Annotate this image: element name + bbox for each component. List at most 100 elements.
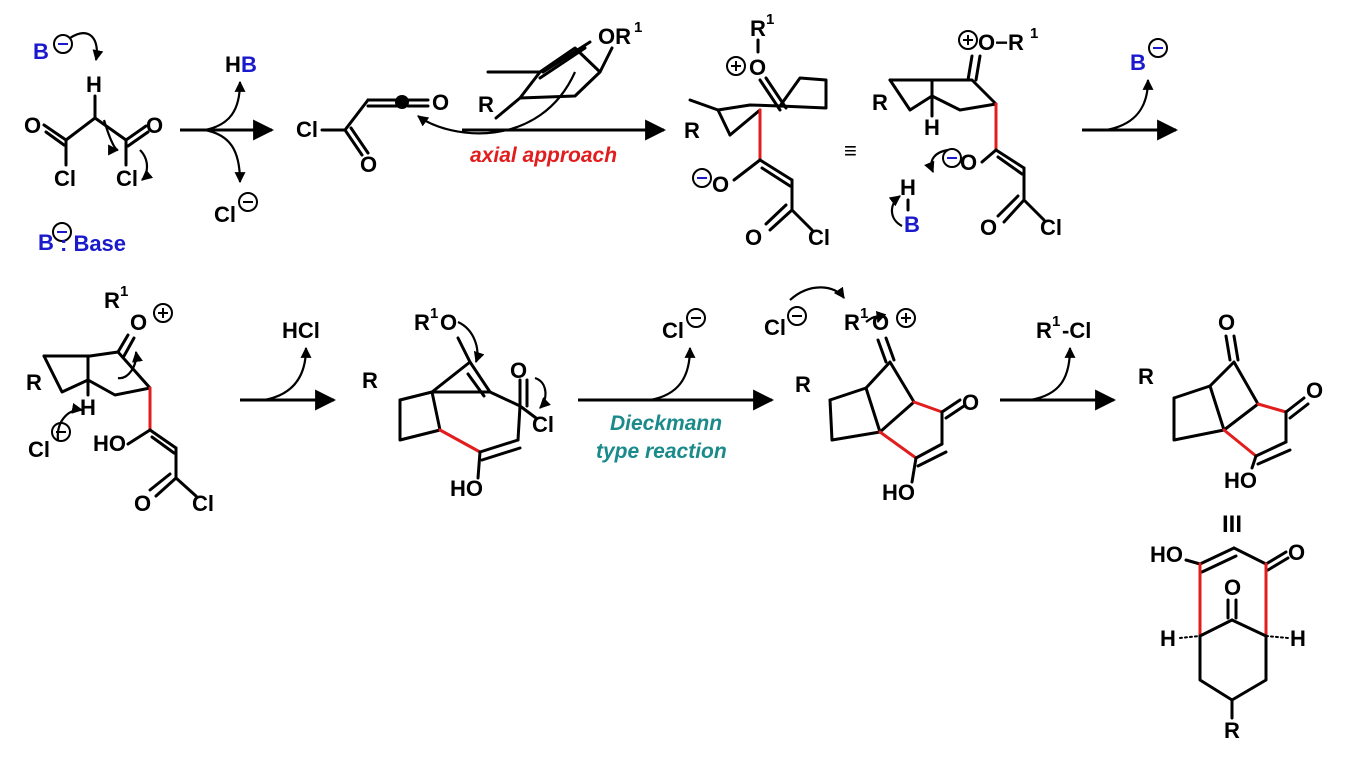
o-r1: O−R bbox=[978, 30, 1024, 55]
bond bbox=[44, 130, 66, 147]
o-atom: O bbox=[432, 90, 449, 115]
superscript: 1 bbox=[634, 19, 642, 36]
base-note-text: : Base bbox=[60, 231, 126, 256]
svg-text:1: 1 bbox=[120, 283, 128, 300]
cl-atom: Cl bbox=[296, 117, 318, 142]
enol-ether: OR 1 R bbox=[417, 19, 642, 135]
o-atom: O bbox=[440, 310, 457, 335]
reaction-arrow-4: HCl bbox=[240, 318, 337, 411]
o-atom: O bbox=[134, 491, 151, 516]
svg-text:1: 1 bbox=[1052, 313, 1060, 330]
r1-cl-tail: -Cl bbox=[1062, 318, 1091, 343]
curly-arrow-base bbox=[69, 32, 104, 62]
ketene-carbon-dot bbox=[395, 95, 409, 109]
r1: R bbox=[750, 16, 766, 41]
o-atom: O bbox=[872, 310, 889, 335]
r1-cl: R bbox=[1036, 318, 1052, 343]
o-minus: O bbox=[712, 172, 729, 197]
bond bbox=[93, 116, 128, 142]
intermediate-1: R 1 O R O O Cl bbox=[684, 11, 830, 250]
intermediate-5: Cl R 1 O R O HO bbox=[764, 286, 979, 505]
o-atom: O bbox=[130, 310, 147, 335]
hcl: HCl bbox=[282, 318, 320, 343]
r-group: R bbox=[1224, 718, 1240, 743]
r-group: R bbox=[478, 92, 494, 117]
ho: HO bbox=[882, 480, 915, 505]
svg-text:1: 1 bbox=[766, 11, 774, 28]
cl-atom: Cl bbox=[116, 166, 138, 191]
cl-minus: Cl bbox=[214, 202, 236, 227]
hb-b: B bbox=[241, 52, 257, 77]
svg-text:1: 1 bbox=[430, 305, 438, 322]
negative-charge-icon bbox=[53, 34, 73, 54]
cl-minus: Cl bbox=[764, 315, 786, 340]
r-group: R bbox=[1138, 364, 1154, 389]
intermediate-2: O−R 1 R H O O Cl H B bbox=[872, 25, 1062, 240]
nucleophilic-arrow bbox=[417, 71, 577, 135]
o-atom: O bbox=[1306, 378, 1323, 403]
r1: R bbox=[844, 310, 860, 335]
curly-arrow bbox=[102, 119, 120, 156]
r-group: R bbox=[362, 368, 378, 393]
svg-text:1: 1 bbox=[860, 305, 868, 322]
o-atom: O bbox=[24, 113, 41, 138]
cl-atom: Cl bbox=[1040, 215, 1062, 240]
curly-arrow bbox=[139, 149, 154, 181]
h-atom: H bbox=[1290, 626, 1306, 651]
o-atom: O bbox=[745, 225, 762, 250]
h-atom: H bbox=[900, 175, 916, 200]
reaction-arrow-6: R 1 -Cl bbox=[1000, 313, 1117, 411]
svg-text:1: 1 bbox=[1030, 25, 1038, 42]
ho: HO bbox=[1224, 468, 1257, 493]
o-atom: O bbox=[962, 390, 979, 415]
product-label: III bbox=[1222, 511, 1242, 538]
hb-h: H bbox=[225, 52, 241, 77]
type-reaction-label: type reaction bbox=[596, 440, 727, 463]
reaction-arrow-1: H B Cl bbox=[180, 52, 275, 227]
h-atom: H bbox=[80, 395, 96, 420]
r-group: R bbox=[795, 372, 811, 397]
ho: HO bbox=[93, 431, 126, 456]
o-atom: O bbox=[749, 55, 766, 80]
base-note-b: B bbox=[38, 230, 54, 255]
o-atom: O bbox=[510, 358, 527, 383]
o-atom: O bbox=[980, 215, 997, 240]
intermediate-4: R 1 O R O Cl HO bbox=[362, 305, 554, 501]
bond bbox=[126, 130, 150, 148]
o-atom: O bbox=[360, 152, 377, 177]
bond bbox=[124, 124, 148, 142]
negative-charge-icon bbox=[52, 222, 72, 242]
r-group: R bbox=[684, 118, 700, 143]
r-group: R bbox=[872, 90, 888, 115]
o-atom: O bbox=[1224, 575, 1241, 600]
base-b: B bbox=[1130, 50, 1146, 75]
r-group: R bbox=[26, 370, 42, 395]
bond bbox=[42, 123, 68, 142]
intermediate-3: R 1 O R H Cl HO O Cl bbox=[26, 283, 214, 516]
product-iii: O R O HO III bbox=[1138, 310, 1323, 538]
ho: HO bbox=[450, 476, 483, 501]
h-atom: H bbox=[1160, 626, 1176, 651]
ho: HO bbox=[1150, 542, 1183, 567]
axial-approach-label: axial approach bbox=[470, 144, 617, 167]
reaction-arrow-3: B bbox=[1082, 38, 1179, 141]
bond bbox=[64, 116, 97, 142]
reaction-arrow-5: Cl Dieckmann type reaction bbox=[578, 308, 775, 463]
equivalence-sign: ≡ bbox=[844, 138, 857, 163]
cl-minus: Cl bbox=[28, 437, 50, 462]
base-b: B bbox=[904, 212, 920, 237]
product-iii-alternate: HO O O H H R bbox=[1150, 540, 1306, 743]
chlorocarbonyl-ketene: Cl O O bbox=[296, 90, 449, 177]
h-atom: H bbox=[924, 115, 940, 140]
h-atom: H bbox=[86, 72, 102, 97]
o-atom: O bbox=[1218, 310, 1235, 335]
o-atom: O bbox=[1288, 540, 1305, 565]
base-label: B bbox=[33, 39, 49, 64]
o-atom: O bbox=[146, 113, 163, 138]
r1: R bbox=[104, 288, 120, 313]
cl-atom: Cl bbox=[54, 166, 76, 191]
or1-label: OR bbox=[598, 24, 631, 49]
cl-minus: Cl bbox=[662, 318, 684, 343]
cl-atom: Cl bbox=[192, 491, 214, 516]
